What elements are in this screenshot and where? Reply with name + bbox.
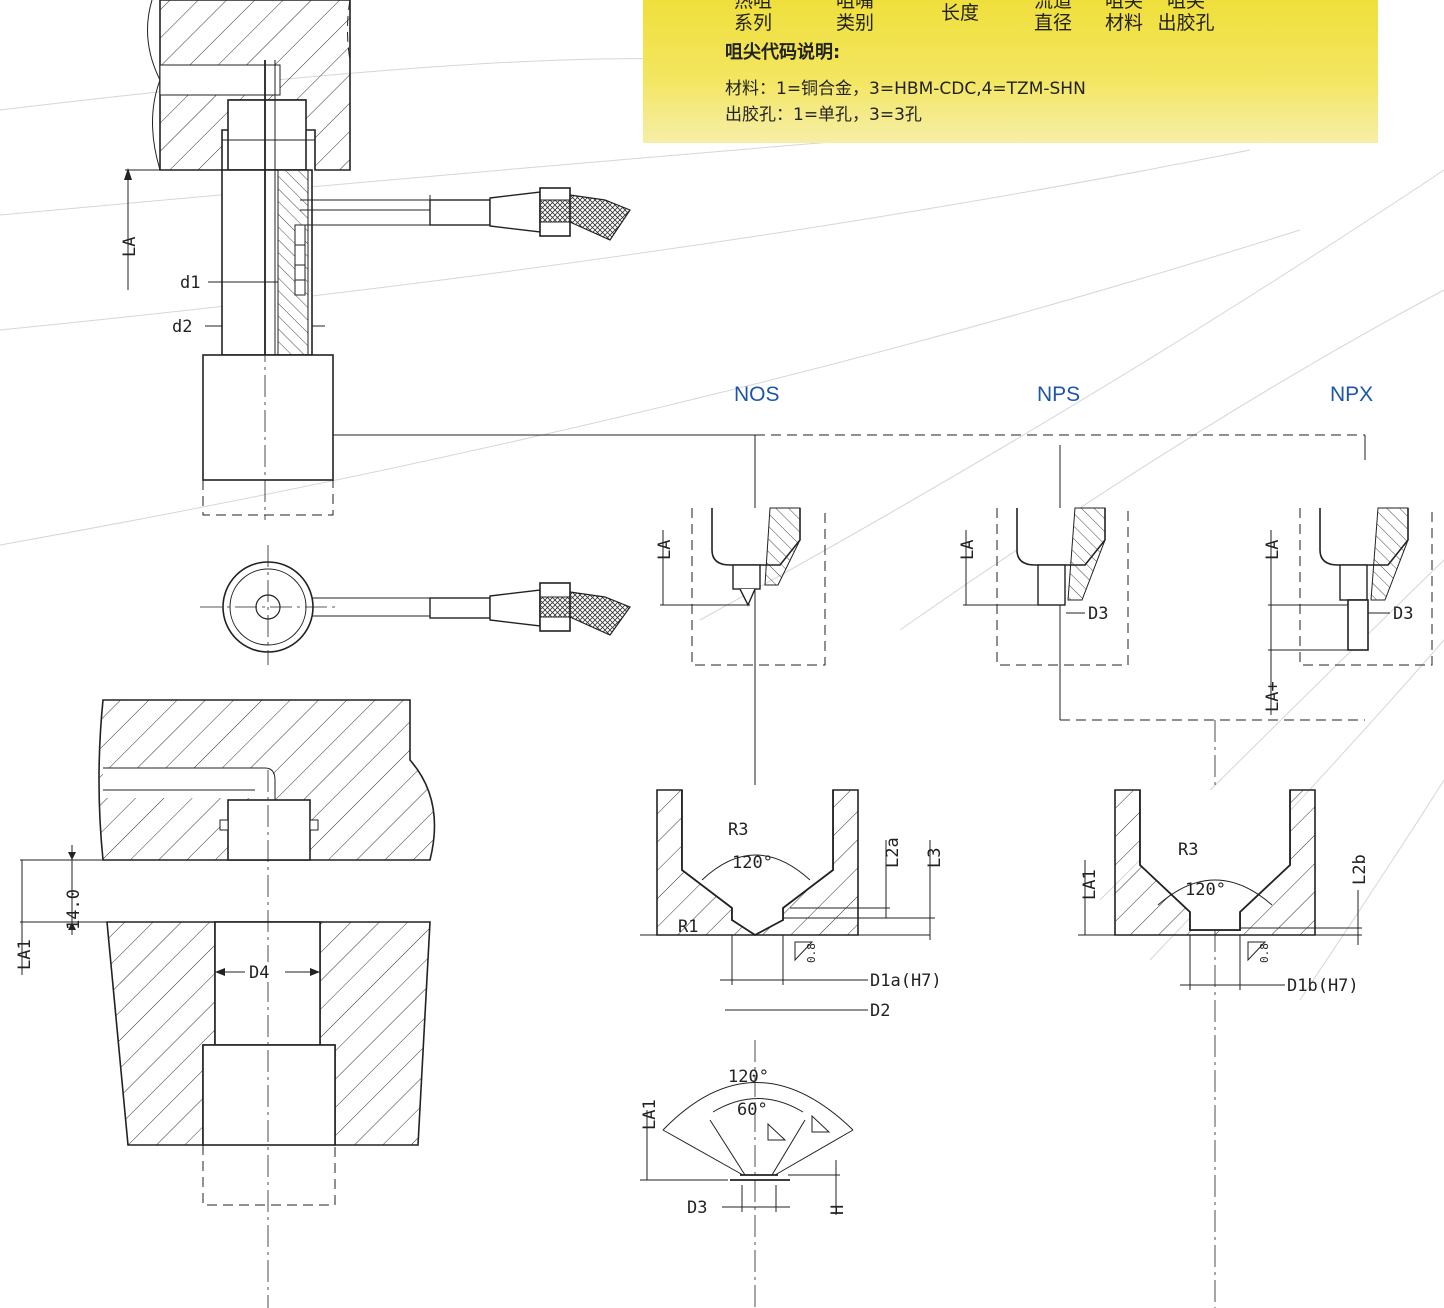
dim-la1-c: LA1 xyxy=(640,1099,660,1130)
dim-l3: L3 xyxy=(925,848,945,868)
dim-d3-c: D3 xyxy=(687,1198,707,1218)
dim-d3-nps: D3 xyxy=(1088,604,1108,624)
material-line: 材料：1=铜合金，3=HBM-CDC,4=TZM-SHN xyxy=(725,79,1086,99)
dim-r3-b: R3 xyxy=(1178,840,1198,860)
dim-la1-left: LA1 xyxy=(15,939,35,970)
dim-r1: R1 xyxy=(678,917,698,937)
dim-la-plus: LA+ xyxy=(1263,681,1283,712)
hole-line: 出胶孔：1=单孔，3=3孔 xyxy=(725,105,922,125)
dim-la-nos: LA xyxy=(655,540,675,560)
dim-la-nps: LA xyxy=(958,540,978,560)
info-col-tip-holes: 咀尖 出胶孔 xyxy=(1157,0,1215,34)
info-col-runner-diameter: 流道 直径 xyxy=(1033,0,1072,34)
cavity-detail-a: R3 120° R1 L2a L3 D1a(H7) D2 0.8 xyxy=(640,789,945,1021)
dim-la-top: LA xyxy=(120,237,140,257)
gate-angle-detail: 120° 60° LA1 H D3 xyxy=(640,1067,854,1218)
dim-l2a: L2a xyxy=(883,837,903,868)
rough-b: 0.8 xyxy=(1258,943,1271,963)
dim-d2: d2 xyxy=(172,317,192,337)
code-info-box: 热咀 系列 咀嘴 类别 长度 流道 直径 咀尖 材料 咀尖 出胶孔 咀尖代码说明… xyxy=(643,0,1378,143)
dim-d1b: D1b(H7) xyxy=(1287,976,1359,996)
info-col-tip-type: 咀嘴 类别 xyxy=(835,0,874,34)
dim-d2: D2 xyxy=(870,1001,890,1021)
label-nps: NPS xyxy=(1037,383,1080,406)
nozzle-top-view xyxy=(200,545,631,665)
dim-la1-b: LA1 xyxy=(1080,869,1100,900)
dim-h: H xyxy=(828,1205,848,1215)
dim-la-npx: LA xyxy=(1263,540,1283,560)
background-curves xyxy=(0,58,1444,1001)
info-col-length: 长度 xyxy=(940,2,979,24)
dim-r3-a: R3 xyxy=(728,820,748,840)
dim-14: 14.0 xyxy=(64,889,84,930)
nozzle-assembly-top: LA d1 d2 xyxy=(120,0,631,520)
info-col-series: 热咀 系列 xyxy=(733,0,772,34)
dim-120-c: 120° xyxy=(728,1067,769,1087)
dim-d4: D4 xyxy=(249,963,269,983)
label-nos: NOS xyxy=(734,383,780,406)
dim-l2b: L2b xyxy=(1350,854,1370,885)
dim-120-a: 120° xyxy=(732,853,773,873)
dim-120-b: 120° xyxy=(1185,880,1226,900)
nps-tip: LA D3 xyxy=(958,507,1129,666)
code-title: 咀尖代码说明: xyxy=(725,42,841,63)
mould-assembly: 14.0 LA1 D4 xyxy=(15,699,436,1308)
label-npx: NPX xyxy=(1330,383,1373,406)
rough-a: 0.8 xyxy=(805,943,818,963)
dim-60: 60° xyxy=(737,1100,768,1120)
dim-d1a: D1a(H7) xyxy=(870,971,942,991)
info-col-tip-material: 咀尖 材料 xyxy=(1104,0,1143,34)
nos-tip: LA xyxy=(655,507,826,666)
cavity-detail-b: R3 120° LA1 L2b D1b(H7) 0.8 xyxy=(1078,789,1370,996)
npx-tip: LA LA+ D3 xyxy=(1263,507,1433,715)
dim-d3-npx: D3 xyxy=(1393,604,1413,624)
dim-d1: d1 xyxy=(180,273,200,293)
